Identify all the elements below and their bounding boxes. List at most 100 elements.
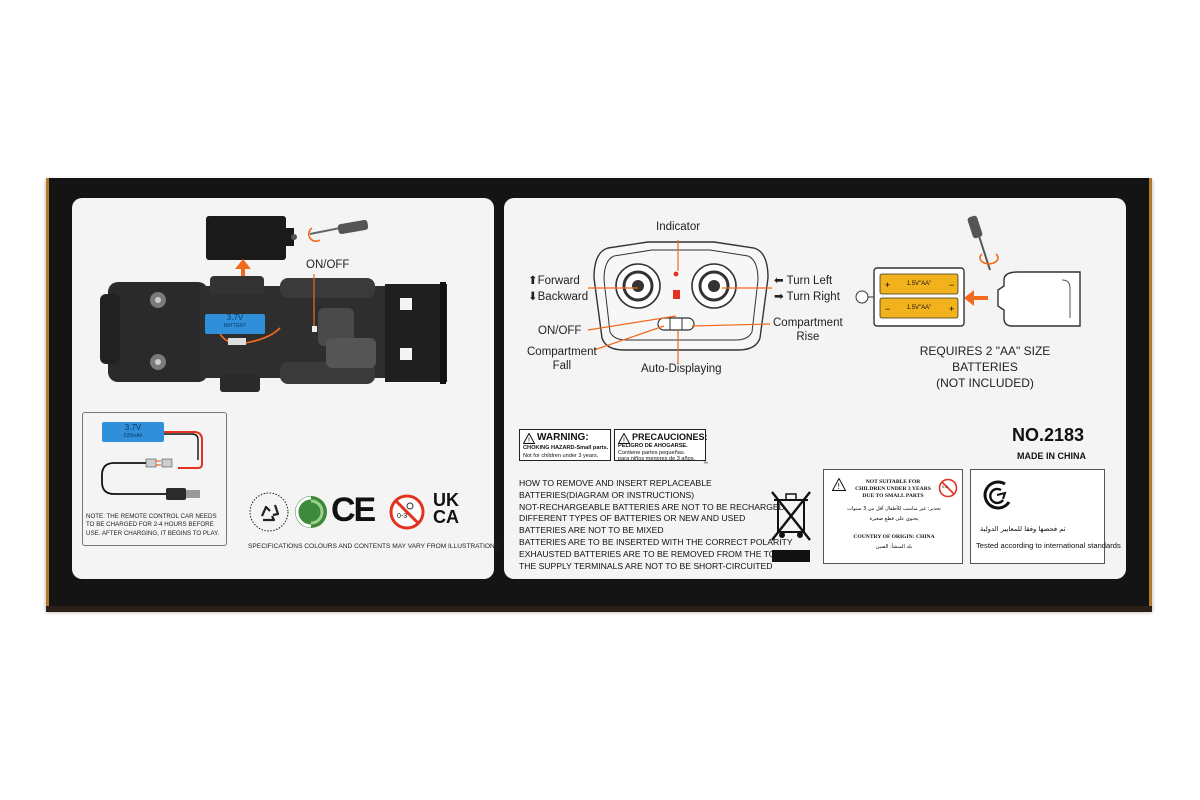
indicator-label: Indicator (656, 221, 701, 233)
backward-label: ⬇Backward (528, 289, 588, 303)
model-number: NO.2183 (1012, 425, 1085, 445)
controller-on-off-label: ON/OFF (538, 325, 582, 337)
country-of-origin: COUNTRY OF ORIGIN: CHINA (853, 534, 935, 540)
battery-instruction-line: EXHAUSTED BATTERIES ARE TO BE REMOVED FR… (519, 548, 782, 559)
testing-logo-icon (983, 480, 1011, 510)
turn-left-label: ⬅ Turn Left (774, 273, 832, 287)
car-battery-voltage: 3.7V (226, 313, 244, 322)
battery-instruction-line: BATTERIES ARE NOT TO BE MIXED (519, 525, 664, 536)
age-notice-line3: DUE TO SMALL PARTS (862, 493, 924, 499)
ukca-mark-icon: UK CA (433, 490, 459, 527)
insert-arrow-icon (964, 290, 988, 306)
svg-text:!: ! (528, 438, 530, 445)
battery-instruction-line: BATTERIES ARE TO BE INSERTED WITH THE CO… (519, 536, 793, 547)
specifications-note: SPECIFICATIONS COLOURS AND CONTENTS MAY … (248, 543, 500, 550)
turn-left-arrow-icon: ⬅ (774, 275, 784, 287)
charging-note: NOTE: THE REMOTE CONTROL CAR NEEDS TO BE… (86, 513, 220, 537)
testing-english-text: Tested according to international standa… (976, 541, 1121, 550)
battery-instruction-line: NOT-RECHARGEABLE BATTERIES ARE NOT TO BE… (519, 501, 785, 512)
choking-warning-es: ! PRECAUCIONES: PELIGRO DE AHOGARSE. Con… (614, 429, 708, 462)
forward-label: ⬆Forward (528, 273, 580, 287)
forward-text: Forward (537, 275, 580, 287)
battery-requirement: REQUIRES 2 "AA" SIZE BATTERIES (NOT INCL… (912, 343, 1058, 391)
turn-right-text: Turn Right (786, 291, 840, 303)
weee-crossed-bin-icon (771, 491, 811, 562)
svg-text:−: − (885, 304, 890, 314)
battery-instruction-line: BATTERIES(DIAGRAM OR INSTRUCTIONS) (519, 489, 695, 500)
remote-controller-illustration (593, 241, 769, 351)
age-notice-mark: 0-3 (942, 484, 948, 489)
car-battery-text: BATTERY (223, 323, 247, 329)
warning-sub-es-1: Contiene partes pequeñas. (618, 450, 686, 456)
compartment-rise-line2: Rise (796, 331, 820, 343)
country-of-manufacture: MADE IN CHINA (1017, 451, 1086, 461)
svg-text:!: ! (838, 482, 840, 491)
choking-warning-en: ! WARNING: CHOKING HAZARD-Small parts. N… (519, 429, 611, 461)
forward-arrow-icon: ⬆ (528, 275, 538, 287)
warning-hazard-es: PELIGRO DE AHOGARSE. (618, 443, 688, 449)
compartment-fall-line2: Fall (552, 360, 572, 372)
aa-battery-compartment-illustration: + − − + (855, 215, 1081, 327)
age-notice-line1: NOT SUITABLE FOR (865, 479, 921, 485)
warning-title-es: PRECAUCIONES: (632, 432, 708, 442)
screwdriver-icon (308, 219, 369, 243)
age-notice-arabic-2: يحتوي على قطع صغيرة (869, 516, 919, 522)
battery-instruction-line: DIFFERENT TYPES OF BATTERIES OR NEW AND … (519, 513, 746, 524)
warning-hazard-en: CHOKING HAZARD-Small parts. (523, 445, 609, 451)
age-restriction-icon (389, 494, 425, 530)
age-notice-arabic-1: تحذير: غير مناسب للأطفال أقل من 3 سنوات (847, 506, 941, 512)
recycling-mark-icon (249, 492, 289, 532)
battery-requirement-line3: (NOT INCLUDED) (936, 376, 1034, 390)
turn-right-label: ➡ Turn Right (774, 289, 840, 303)
age-notice-line2: CHILDREN UNDER 3 YEARS (855, 486, 931, 492)
screwdriver-icon (967, 215, 999, 271)
warning-triangle-icon: ! (618, 433, 630, 444)
compartment-buttons-icon (657, 317, 695, 331)
turn-left-text: Turn Left (786, 275, 833, 287)
charging-battery-capacity: 520mAh (123, 433, 143, 439)
age-restriction-icon (938, 478, 958, 498)
svg-text:!: ! (623, 438, 625, 445)
testing-standards-box: تم فحصها وفقا للمعايير الدولية Tested ac… (970, 469, 1121, 564)
warning-triangle-icon: ! (523, 433, 535, 444)
svg-text:−: − (949, 280, 954, 290)
right-joystick-icon (691, 263, 737, 309)
warning-triangle-icon: ! (832, 478, 846, 491)
auto-displaying-label: Auto-Displaying (641, 363, 722, 375)
ukca-top: UK (433, 490, 459, 510)
ce-mark-icon: CE (331, 491, 376, 529)
testing-arabic-text: تم فحصها وفقا للمعايير الدولية (980, 525, 1066, 533)
on-off-label: ON/OFF (306, 259, 350, 271)
compartment-rise-line1: Compartment (773, 317, 843, 329)
battery-instruction-line: HOW TO REMOVE AND INSERT REPLACEABLE (519, 478, 712, 488)
warning-sub-en: Not for children under 3 years. (523, 453, 599, 459)
green-dot-icon (295, 496, 327, 528)
battery-requirement-line1: REQUIRES 2 "AA" SIZE (919, 344, 1051, 358)
battery-cover-icon (206, 216, 297, 260)
packaging-box-edge (46, 606, 1152, 612)
compartment-rise-label: Compartment Rise (773, 316, 843, 344)
backward-text: Backward (537, 291, 589, 303)
compartment-fall-line1: Compartment (527, 346, 597, 358)
age-restriction-label: 0-3 (397, 513, 408, 520)
age-notice-box: ! 0-3 NOT SUITABLE FOR CHILDREN UNDER 3 … (823, 469, 963, 564)
svg-text:+: + (949, 304, 954, 314)
charging-battery-label: 3.7V 520mAh (102, 424, 164, 440)
small-mark: ™ (703, 461, 708, 467)
charging-cable-illustration (101, 422, 203, 500)
ukca-bottom: CA (433, 507, 459, 527)
battery-instructions: HOW TO REMOVE AND INSERT REPLACEABLE BAT… (519, 478, 793, 572)
car-battery-label: 3.7V BATTERY (205, 314, 265, 330)
battery-requirement-line2: BATTERIES (952, 360, 1018, 374)
aa-cell-label-top: 1.5V"AA" (906, 281, 932, 287)
battery-instruction-line: THE SUPPLY TERMINALS ARE NOT TO BE SHORT… (519, 560, 773, 571)
compartment-fall-label: Compartment Fall (527, 345, 597, 373)
aa-cell-label-bottom: 1.5V"AA" (906, 305, 932, 311)
charging-battery-voltage: 3.7V (124, 423, 142, 432)
warning-sub-es-2: para niños menores de 3 años. (618, 456, 696, 462)
controller-callouts (587, 240, 772, 364)
backward-arrow-icon: ⬇ (528, 291, 538, 303)
indicator-light-icon (673, 271, 679, 277)
car-chassis-illustration (100, 216, 447, 392)
left-joystick-icon (615, 263, 661, 309)
